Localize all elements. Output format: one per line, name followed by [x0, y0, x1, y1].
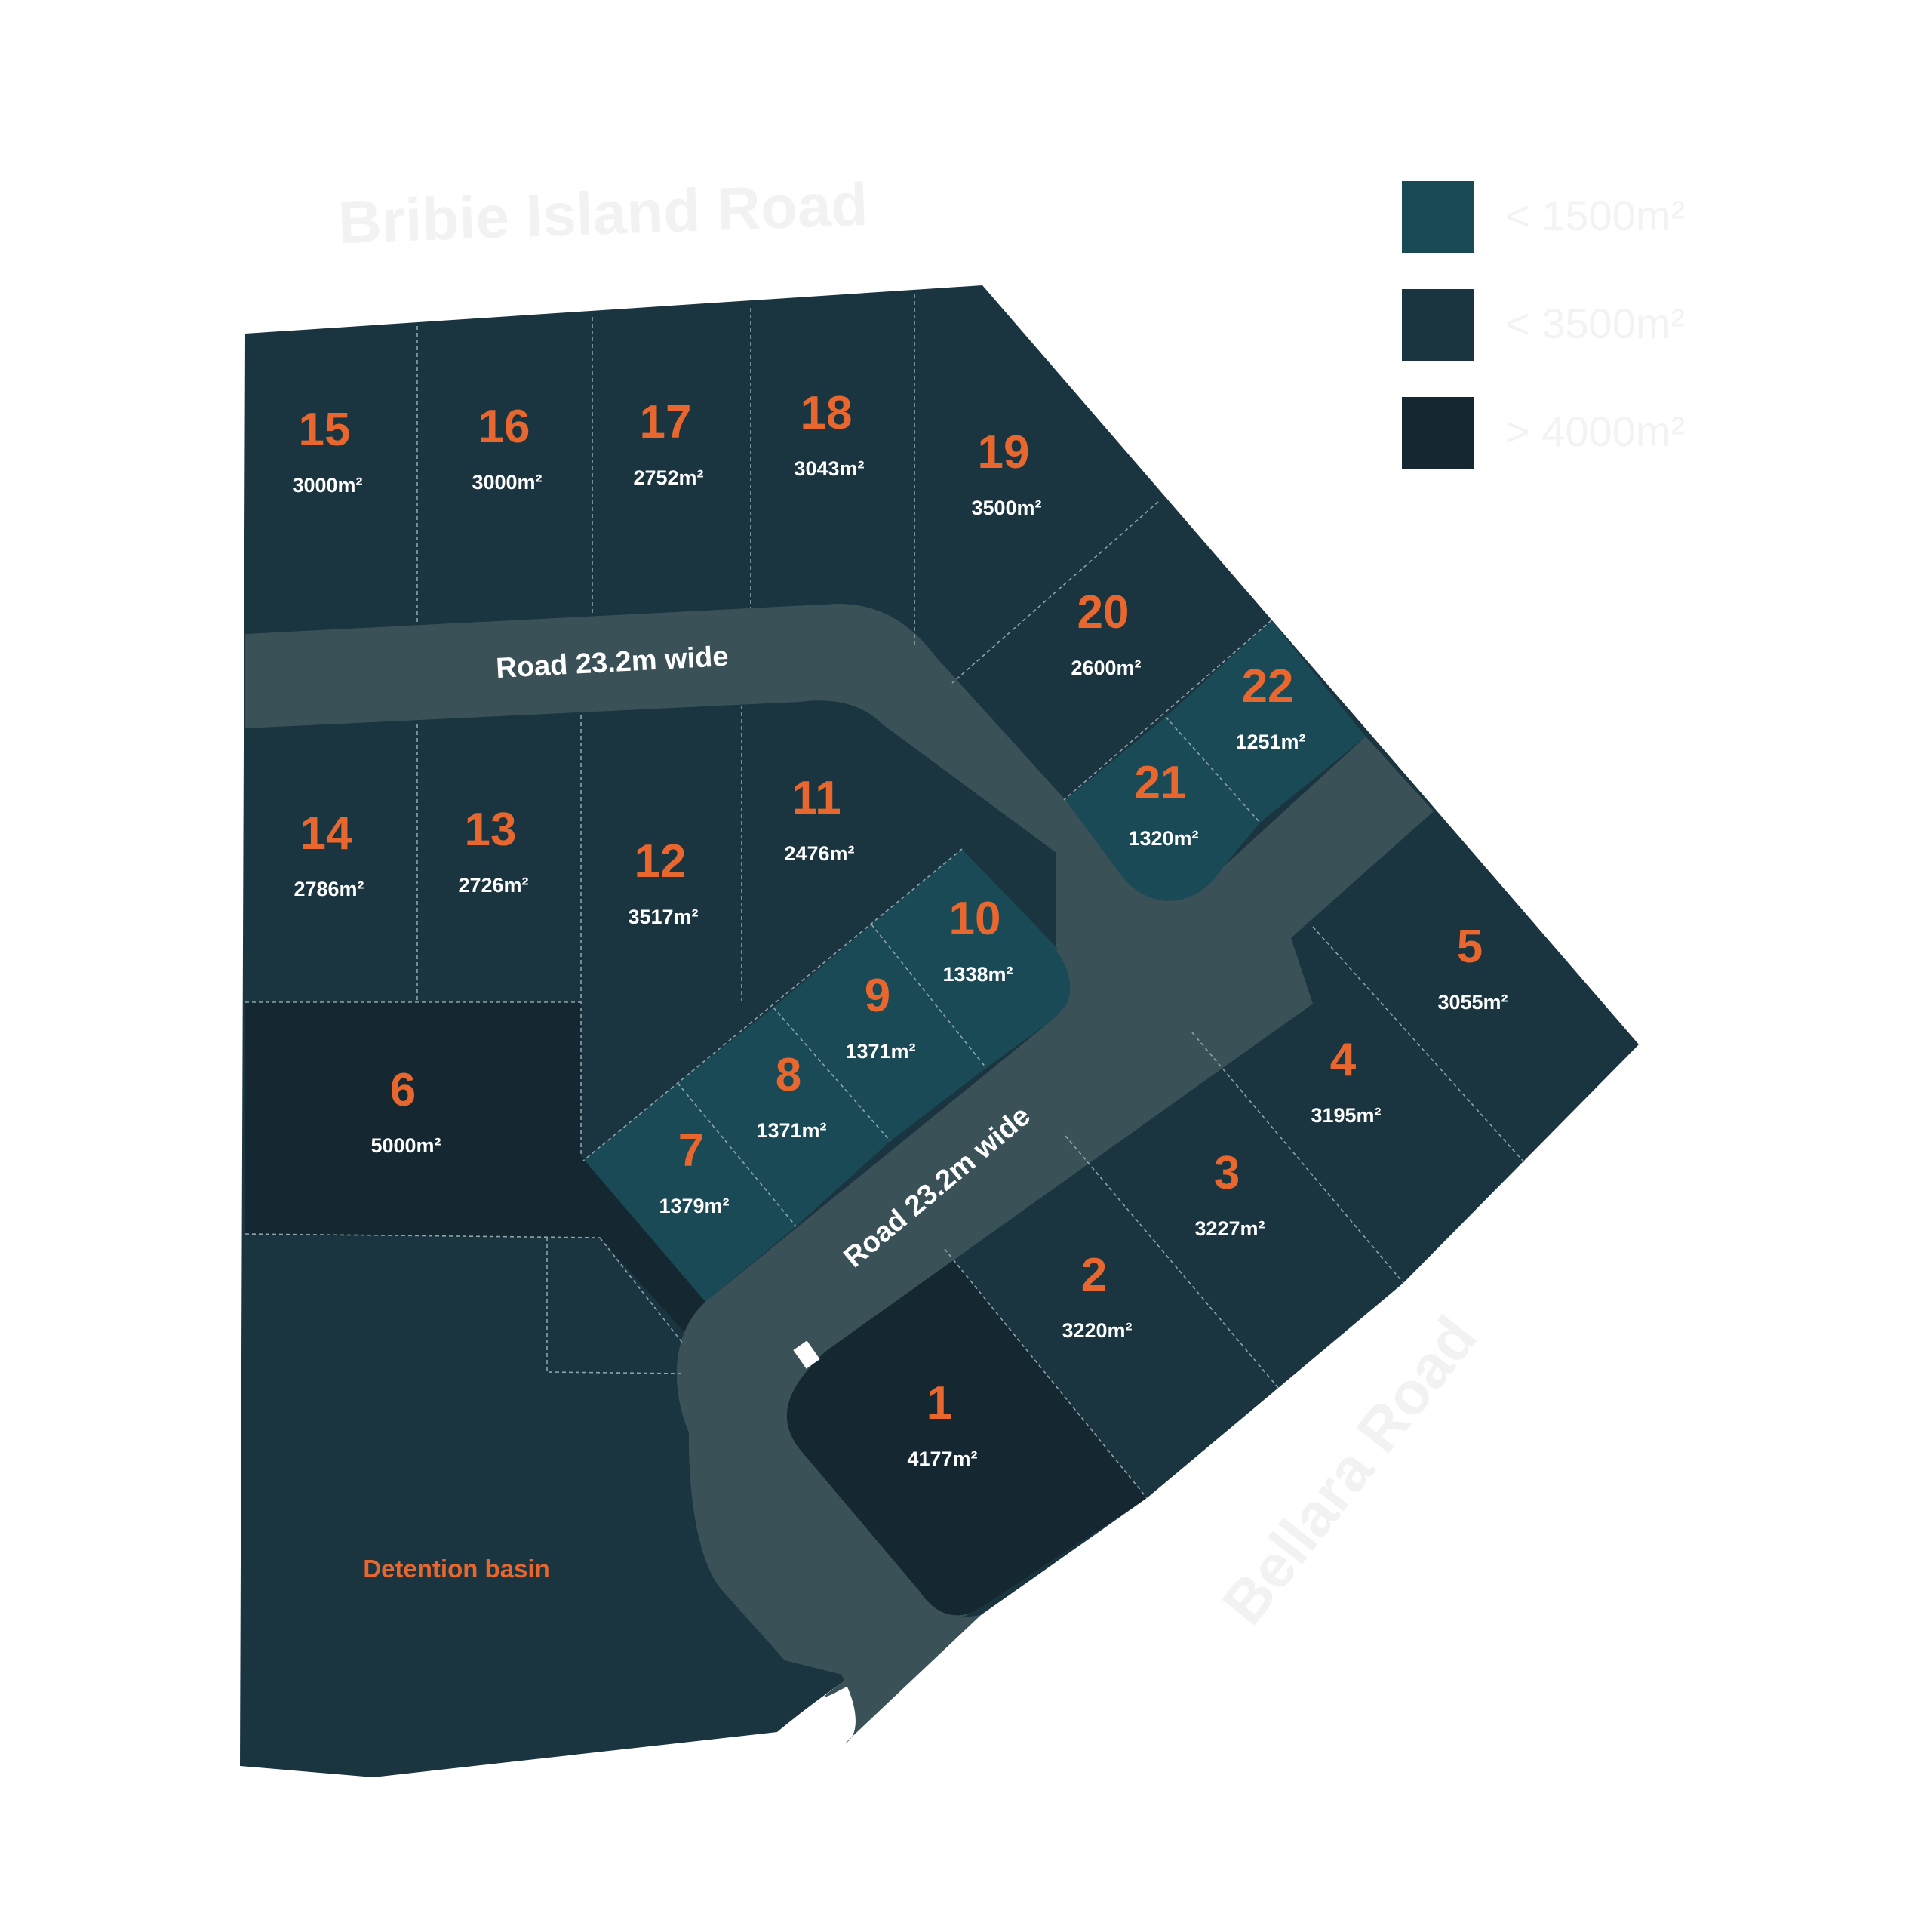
- lot-number: 3: [1214, 1147, 1240, 1199]
- road-diagonal: [688, 853, 1313, 1697]
- lot-9[interactable]: 9 1371m²: [845, 970, 915, 1063]
- street-label-north: Bribie Island Road: [337, 171, 869, 256]
- lot-shape-7[interactable]: [583, 1083, 796, 1302]
- lot-number: 17: [640, 396, 692, 448]
- lot-17[interactable]: 17 2752m²: [633, 396, 703, 489]
- lot-number: 20: [1077, 586, 1130, 638]
- legend-swatch-medium: [1402, 289, 1474, 361]
- lot-area: 1371m²: [756, 1119, 826, 1142]
- lot-11[interactable]: 11 2476m²: [784, 772, 854, 865]
- legend-swatch-small: [1402, 181, 1474, 253]
- lot-area: 2476m²: [784, 842, 854, 865]
- lot-13[interactable]: 13 2726m²: [458, 804, 528, 897]
- lot-number: 19: [978, 426, 1030, 478]
- lot-number: 9: [865, 970, 890, 1022]
- lot-area: 5000m²: [370, 1134, 441, 1157]
- roads: [245, 604, 1434, 1697]
- lot-shape-6[interactable]: [245, 1002, 705, 1343]
- lot-area: 2726m²: [458, 874, 528, 897]
- marker-box: [793, 1340, 820, 1369]
- lot-18[interactable]: 18 3043m²: [794, 387, 864, 480]
- lot-number: 11: [791, 772, 841, 824]
- lot-number: 12: [635, 835, 687, 888]
- lot-number: 8: [776, 1049, 801, 1101]
- lot-number: 2: [1081, 1249, 1107, 1301]
- lot-1[interactable]: 1 4177m²: [907, 1377, 977, 1470]
- lot-2[interactable]: 2 3220m²: [1062, 1249, 1132, 1342]
- lot-area: 3227m²: [1194, 1217, 1265, 1240]
- legend-label-medium: < 3500m²: [1505, 300, 1685, 347]
- lot-20[interactable]: 20 2600m²: [1071, 586, 1141, 679]
- lot-labels: 1 4177m² 2 3220m² 3 3227m² 4 3195m² 5 3055m² 6 5000…: [292, 387, 1508, 1470]
- lot-area: 3220m²: [1062, 1319, 1132, 1342]
- lot-shape-8[interactable]: [678, 1008, 890, 1226]
- lot-10[interactable]: 10 1338m²: [942, 893, 1013, 986]
- lot-area: 3000m²: [472, 471, 542, 494]
- small-lots: [583, 620, 1366, 1302]
- lot-number: 15: [299, 404, 351, 456]
- lot-number: 18: [801, 387, 853, 439]
- lot-8[interactable]: 8 1371m²: [756, 1049, 826, 1142]
- lot-area: 1251m²: [1235, 731, 1305, 753]
- lot-area: 3000m²: [292, 474, 362, 497]
- lot-area: 2752m²: [633, 466, 703, 489]
- lot-number: 10: [949, 893, 1001, 945]
- legend-label-large: > 4000m²: [1505, 408, 1685, 455]
- lot-area: 3043m²: [794, 457, 864, 480]
- lot-shape-1[interactable]: [786, 1249, 1147, 1616]
- lot-area: 3517m²: [628, 906, 698, 928]
- lot-area: 3195m²: [1311, 1104, 1381, 1127]
- lot-shape-21[interactable]: [1065, 717, 1260, 901]
- lot-number: 6: [390, 1064, 416, 1116]
- lot-22[interactable]: 22 1251m²: [1235, 660, 1305, 753]
- lot-number: 16: [478, 401, 530, 453]
- lot-area: 2786m²: [294, 878, 364, 900]
- lot-number: 4: [1330, 1034, 1357, 1086]
- lot-number: 21: [1135, 757, 1187, 809]
- lot-7[interactable]: 7 1379m²: [659, 1124, 729, 1217]
- legend-label-small: < 1500m²: [1505, 192, 1685, 239]
- road-north: [245, 604, 1434, 976]
- lot-number: 22: [1242, 660, 1294, 712]
- lot-number: 7: [678, 1124, 704, 1177]
- lot-area: 4177m²: [907, 1447, 977, 1470]
- lot-19[interactable]: 19 3500m²: [971, 426, 1041, 519]
- lot-area: 2600m²: [1071, 657, 1141, 679]
- lot-area: 1371m²: [845, 1040, 915, 1063]
- lot-area: 3500m²: [971, 497, 1041, 519]
- lot-14[interactable]: 14 2786m²: [294, 808, 364, 900]
- lot-number: 13: [465, 804, 517, 856]
- detention-basin-label: Detention basin: [363, 1555, 550, 1583]
- lot-number: 14: [300, 808, 352, 860]
- legend: < 1500m² < 3500m² > 4000m²: [1402, 181, 1685, 469]
- lot-4[interactable]: 4 3195m²: [1311, 1034, 1381, 1127]
- lot-area: 3055m²: [1437, 991, 1508, 1014]
- lot-number: 5: [1457, 921, 1483, 973]
- large-lots: [245, 1002, 1147, 1616]
- lot-21[interactable]: 21 1320m²: [1128, 757, 1198, 850]
- lot-3[interactable]: 3 3227m²: [1194, 1147, 1265, 1240]
- legend-swatch-large: [1402, 397, 1474, 469]
- lot-shape-22[interactable]: [1166, 620, 1366, 823]
- road-stub-south: [838, 1615, 981, 1743]
- lot-6[interactable]: 6 5000m²: [370, 1064, 441, 1157]
- lot-shape-10[interactable]: [871, 849, 1074, 1068]
- lot-15[interactable]: 15 3000m²: [292, 404, 362, 497]
- lot-boundaries: [244, 294, 1525, 1499]
- lot-16[interactable]: 16 3000m²: [472, 401, 542, 494]
- lot-12[interactable]: 12 3517m²: [628, 835, 698, 928]
- lot-area: 1320m²: [1128, 827, 1198, 850]
- lot-area: 1338m²: [942, 963, 1013, 986]
- lot-area: 1379m²: [659, 1195, 729, 1217]
- lot-5[interactable]: 5 3055m²: [1437, 921, 1508, 1014]
- lot-shape-9[interactable]: [773, 924, 986, 1141]
- lot-number: 1: [927, 1377, 952, 1429]
- road-diagonal-band: [676, 737, 1434, 1673]
